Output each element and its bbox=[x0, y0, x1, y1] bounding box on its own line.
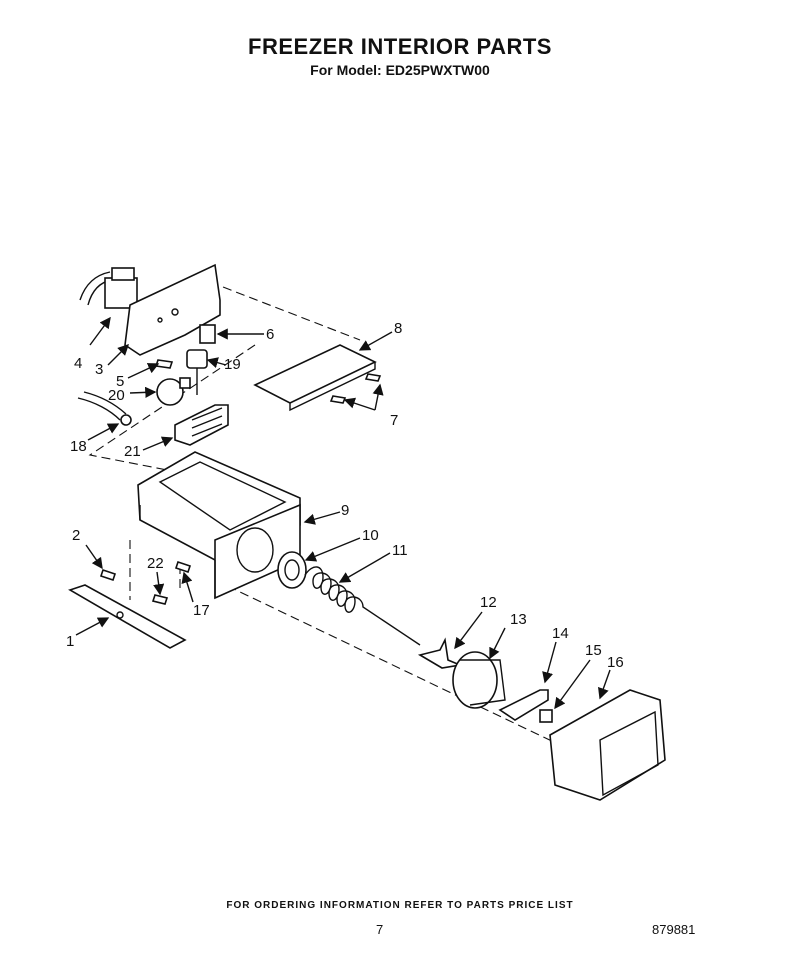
callout-13: 13 bbox=[510, 611, 527, 628]
page-title: FREEZER INTERIOR PARTS bbox=[248, 34, 552, 59]
callout-3: 3 bbox=[95, 361, 103, 378]
screw-part bbox=[99, 568, 117, 582]
document-number: 879881 bbox=[652, 922, 696, 937]
callout-9: 9 bbox=[341, 502, 349, 519]
wire-harness-part bbox=[77, 391, 132, 426]
grommet-part bbox=[277, 551, 307, 589]
bracket-part bbox=[498, 689, 549, 721]
ordering-note: FOR ORDERING INFORMATION REFER TO PARTS … bbox=[226, 900, 574, 911]
clip-part bbox=[199, 324, 216, 344]
callout-16: 16 bbox=[607, 654, 624, 671]
callout-8: 8 bbox=[394, 320, 402, 337]
callout-15: 15 bbox=[585, 642, 602, 659]
page-number: 7 bbox=[376, 922, 384, 937]
callout-4: 4 bbox=[74, 355, 82, 372]
callout-7: 7 bbox=[390, 412, 398, 429]
callout-12: 12 bbox=[480, 594, 497, 611]
nut-part bbox=[539, 709, 553, 723]
callout-6: 6 bbox=[266, 326, 274, 343]
screw-part bbox=[154, 359, 174, 369]
auger-spring-part bbox=[304, 566, 421, 646]
callout-11: 11 bbox=[392, 542, 408, 559]
ice-bin-housing-part bbox=[137, 451, 301, 600]
light-socket-part bbox=[186, 349, 208, 395]
callout-18: 18 bbox=[70, 438, 87, 455]
model-subtitle: For Model: ED25PWXTW00 bbox=[310, 62, 490, 78]
light-shield-part bbox=[174, 404, 229, 446]
callout-10: 10 bbox=[362, 527, 379, 544]
callout-1: 1 bbox=[66, 633, 74, 650]
screw-part bbox=[364, 373, 382, 382]
callout-14: 14 bbox=[552, 625, 569, 642]
motor-part bbox=[79, 267, 138, 309]
callout-19: 19 bbox=[224, 356, 241, 373]
callout-21: 21 bbox=[124, 443, 141, 460]
screw-part bbox=[329, 395, 347, 404]
callout-20: 20 bbox=[108, 387, 125, 404]
callout-5: 5 bbox=[116, 373, 124, 390]
cover-plate-part bbox=[253, 344, 377, 412]
screw-part bbox=[174, 560, 192, 574]
support-bracket-part bbox=[68, 584, 187, 649]
dispenser-housing-part bbox=[549, 689, 666, 801]
callout-17: 17 bbox=[193, 602, 210, 619]
callout-2: 2 bbox=[72, 527, 80, 544]
blade-part bbox=[417, 637, 463, 669]
callout-22: 22 bbox=[147, 555, 164, 572]
crusher-housing-part bbox=[452, 651, 506, 709]
light-bulb-part bbox=[156, 377, 191, 406]
screw-part bbox=[151, 594, 169, 605]
